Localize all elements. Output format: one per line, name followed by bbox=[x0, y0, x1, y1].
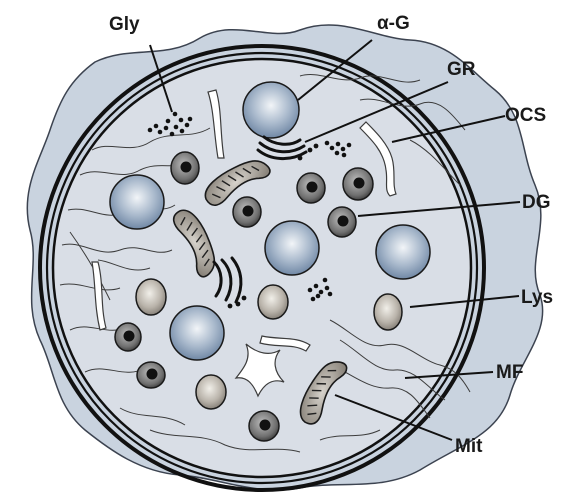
dense-granule-core bbox=[354, 178, 365, 189]
label-gr: GR bbox=[447, 60, 476, 79]
glycogen-dot bbox=[342, 153, 347, 158]
dense-granule-core bbox=[124, 331, 135, 342]
glycogen-dot bbox=[166, 119, 171, 124]
alpha-granule bbox=[376, 225, 430, 279]
lysosome bbox=[196, 375, 226, 409]
glycogen-dot bbox=[341, 147, 346, 152]
glycogen-dot bbox=[347, 143, 352, 148]
dense-granule-core bbox=[260, 420, 271, 431]
glycogen-dot bbox=[335, 151, 340, 156]
golgi-vesicle bbox=[314, 144, 319, 149]
dense-granule-core bbox=[181, 162, 192, 173]
glycogen-dot bbox=[158, 130, 163, 135]
glycogen-dot bbox=[311, 297, 316, 302]
glycogen-dot bbox=[170, 132, 175, 137]
glycogen-dot bbox=[180, 129, 185, 134]
glycogen-dot bbox=[188, 117, 193, 122]
label-mf: MF bbox=[496, 363, 523, 382]
glycogen-dot bbox=[164, 126, 169, 131]
glycogen-dot bbox=[336, 142, 341, 147]
alpha-granule bbox=[170, 306, 224, 360]
alpha-granule bbox=[110, 175, 164, 229]
dense-granule-core bbox=[338, 216, 349, 227]
golgi-vesicle bbox=[308, 148, 313, 153]
golgi-vesicle bbox=[242, 296, 247, 301]
glycogen-dot bbox=[148, 128, 153, 133]
glycogen-dot bbox=[308, 288, 313, 293]
glycogen-dot bbox=[316, 294, 321, 299]
label-lys: Lys bbox=[521, 288, 553, 307]
glycogen-dot bbox=[325, 141, 330, 146]
glycogen-dot bbox=[174, 125, 179, 130]
glycogen-dot bbox=[173, 112, 178, 117]
label-ocs: OCS bbox=[505, 106, 546, 125]
glycogen-dot bbox=[323, 278, 328, 283]
glycogen-dot bbox=[154, 124, 159, 129]
dense-granule-core bbox=[243, 206, 254, 217]
glycogen-dot bbox=[325, 286, 330, 291]
glycogen-dot bbox=[328, 292, 333, 297]
golgi-vesicle bbox=[236, 302, 241, 307]
dense-granule-core bbox=[147, 369, 158, 380]
glycogen-dot bbox=[319, 290, 324, 295]
label-dg: DG bbox=[522, 193, 551, 212]
dense-granule-core bbox=[307, 182, 318, 193]
alpha-granule bbox=[265, 221, 319, 275]
golgi-vesicle bbox=[298, 156, 303, 161]
lysosome bbox=[136, 279, 166, 315]
label-alpha-g: α-G bbox=[377, 14, 410, 33]
glycogen-dot bbox=[185, 123, 190, 128]
lysosome bbox=[374, 294, 402, 330]
label-mit: Mit bbox=[455, 437, 482, 456]
glycogen-dot bbox=[314, 284, 319, 289]
label-gly: Gly bbox=[109, 15, 140, 34]
lysosome bbox=[258, 285, 288, 319]
alpha-granule bbox=[243, 82, 299, 138]
golgi-vesicle bbox=[228, 304, 233, 309]
glycogen-dot bbox=[179, 118, 184, 123]
glycogen-dot bbox=[330, 146, 335, 151]
